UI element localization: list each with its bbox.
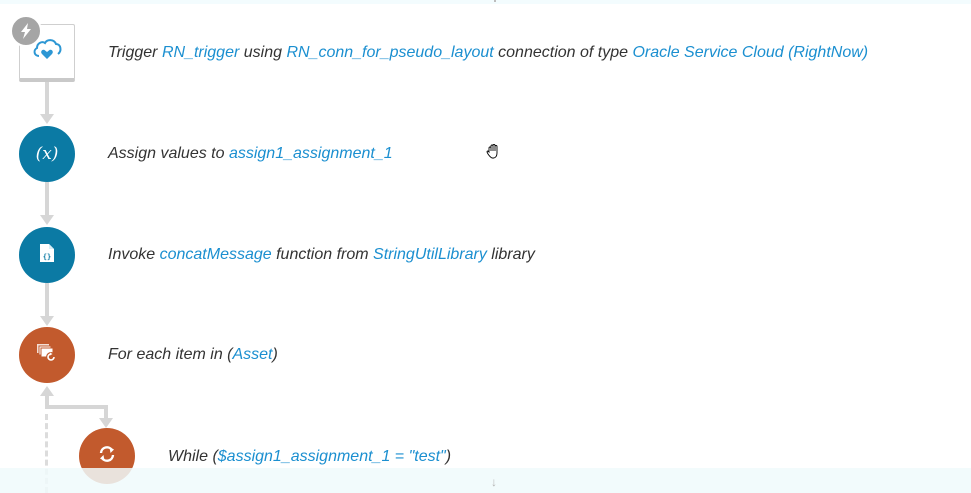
while-step-description: While ($assign1_assignment_1 = "test") [168, 448, 451, 466]
invoke-node[interactable]: {} [19, 227, 75, 283]
arrow-down-icon [40, 114, 54, 124]
hand-cursor-icon [485, 143, 503, 166]
text: Trigger [108, 44, 162, 61]
text: ) [272, 346, 278, 363]
connector-loop-vertical [45, 394, 49, 408]
for-each-stack-icon [36, 343, 58, 368]
invoke-step-description: Invoke concatMessage function from Strin… [108, 246, 535, 264]
text: Invoke [108, 246, 160, 263]
arrow-down-icon [40, 215, 54, 225]
top-scroll-indicator [494, 0, 496, 2]
connection-type-link[interactable]: Oracle Service Cloud (RightNow) [632, 44, 869, 61]
lightning-bolt-icon [10, 15, 42, 47]
bottom-scroll-band [0, 468, 971, 493]
refresh-loop-icon [97, 444, 117, 469]
for-each-step-description: For each item in (Asset) [108, 346, 278, 364]
arrow-down-icon [40, 316, 54, 326]
arrow-down-icon [99, 418, 113, 428]
text: connection of type [493, 44, 633, 61]
function-document-icon: {} [39, 243, 55, 268]
text: Assign values to [108, 145, 229, 162]
connector-assign-invoke [45, 182, 49, 220]
assign-node[interactable]: (x) [19, 126, 75, 182]
trigger-name-link[interactable]: RN_trigger [161, 44, 240, 61]
connector-invoke-foreach [45, 283, 49, 321]
collection-name-link[interactable]: Asset [232, 346, 273, 363]
loop-return-dashed-line [45, 414, 48, 493]
assignment-name-link[interactable]: assign1_assignment_1 [228, 145, 393, 162]
text: While ( [168, 448, 218, 465]
assign-step-description: Assign values to assign1_assignment_1 [108, 145, 393, 163]
text: using [239, 44, 287, 61]
top-scroll-band [0, 0, 971, 4]
arrow-up-icon [40, 386, 54, 396]
condition-expression-link[interactable]: $assign1_assignment_1 = "test" [217, 448, 446, 465]
trigger-step-description: Trigger RN_trigger using RN_conn_for_pse… [108, 44, 868, 62]
library-name-link[interactable]: StringUtilLibrary [373, 246, 487, 263]
connector-loop-horizontal [45, 405, 107, 409]
text: For each item in ( [108, 346, 233, 363]
text: function from [271, 246, 374, 263]
variable-x-icon: (x) [35, 144, 59, 164]
function-name-link[interactable]: concatMessage [159, 246, 272, 263]
cloud-heart-icon [31, 36, 63, 67]
connection-name-link[interactable]: RN_conn_for_pseudo_layout [286, 44, 494, 61]
for-each-node[interactable] [19, 327, 75, 383]
connector-trigger-assign [45, 81, 49, 119]
scroll-down-indicator[interactable]: ↓ [491, 475, 497, 489]
text: ) [445, 448, 452, 465]
text: library [486, 246, 535, 263]
connector-loop-down [104, 405, 108, 423]
svg-text:{}: {} [43, 253, 51, 261]
